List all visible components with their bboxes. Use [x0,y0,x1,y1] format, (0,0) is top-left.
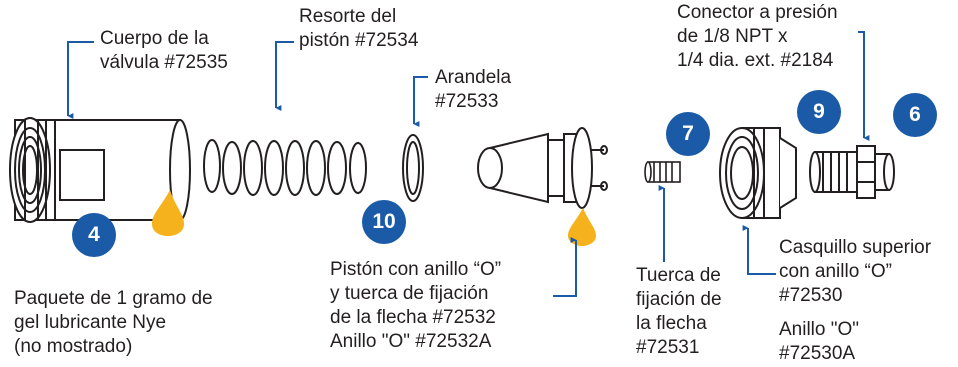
gel-drop-icon [152,190,184,236]
callout-piston-assembly [553,237,577,297]
badge-bushing: 9 [797,90,841,134]
label-upper-bushing: Casquillo superior con anillo “O” #72530 [779,237,932,306]
gel-drop-icon [568,208,596,246]
label-washer: Arandela #72533 [435,67,512,112]
washer-part [402,134,424,202]
callout-upper-bushing [742,225,776,275]
shaft-nut-part [644,161,681,183]
badge-nut: 7 [666,112,710,156]
label-shaft-nut: Tuerca de fijación de la flecha #72531 [636,265,722,358]
badge-valve-body: 4 [72,213,116,257]
badge-connector: 6 [893,93,937,137]
valve-body-part [9,117,191,223]
callout-valve-body [67,41,94,119]
piston-spring-part [203,139,367,196]
label-valve-body: Cuerpo de la válvula #72535 [100,28,228,73]
piston-part [477,127,608,209]
label-piston-spring: Resorte del pistón #72534 [299,6,419,51]
label-lube-packet: Paquete de 1 gramo de gel lubricante Nye… [14,288,213,357]
upper-bushing-part [719,127,797,219]
callout-piston-spring [275,41,294,111]
badge-piston: 10 [362,200,406,244]
label-o-ring: Anillo "O" #72530A [779,319,860,364]
label-piston-assembly: Pistón con anillo “O” y tuerca de fijaci… [330,259,502,352]
callout-lines [67,31,870,297]
callout-push-connector [858,31,870,141]
label-push-connector: Conector a presión de 1/8 NPT x 1/4 dia.… [677,2,838,71]
callout-washer [413,76,428,127]
push-connector-part [809,145,895,199]
